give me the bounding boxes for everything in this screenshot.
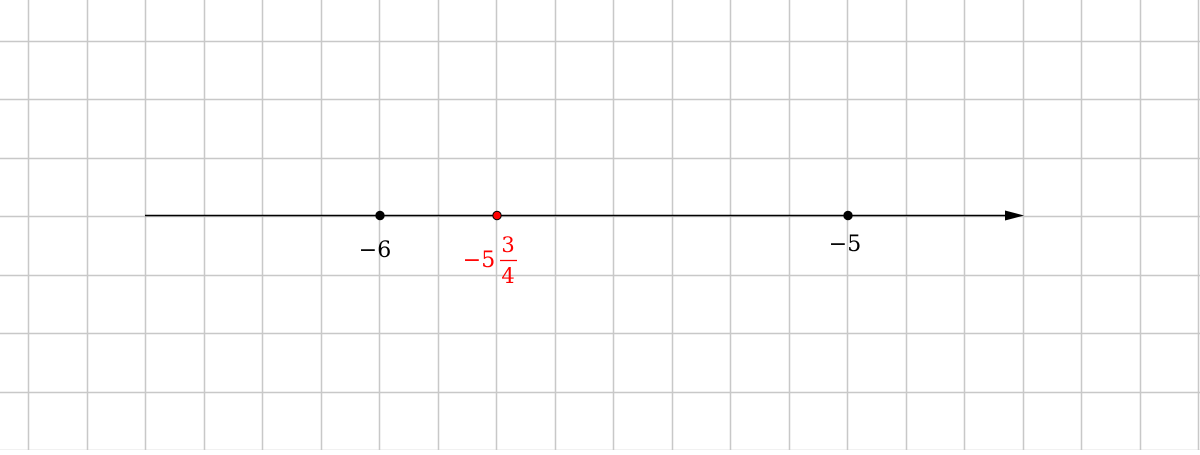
fraction-denominator: 4 (501, 264, 514, 288)
mixed-number-whole: −5 (463, 248, 495, 273)
point-minus-5: −5 (829, 210, 861, 257)
point-minus-6: −6 (359, 210, 391, 263)
axis-arrowhead-icon (1005, 210, 1024, 221)
number-line-axis (145, 210, 1024, 221)
point-label: −5 (829, 232, 861, 257)
point-minus-5-three-quarters: −5 3 4 (463, 210, 517, 288)
fraction-numerator: 3 (501, 233, 514, 257)
point-marker (375, 210, 385, 221)
point-marker-highlight (492, 210, 502, 221)
point-marker (843, 210, 853, 221)
point-label: −6 (359, 238, 391, 263)
